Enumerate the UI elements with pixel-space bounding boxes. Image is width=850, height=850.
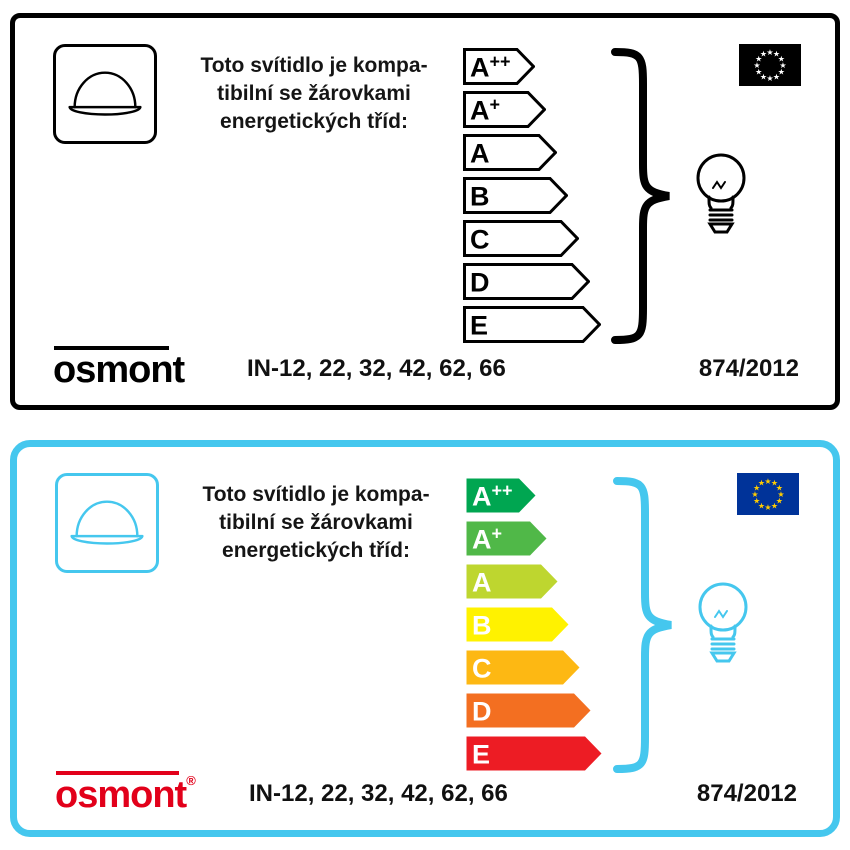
energy-class-arrow-A++: A++: [466, 478, 536, 513]
logo-bar: [56, 771, 180, 775]
osmont-logo: osmont: [53, 346, 185, 391]
ceiling-light-icon: [70, 500, 144, 545]
energy-class-arrow-C: C: [463, 220, 579, 257]
compat-line-3: energetických tříd:: [220, 110, 408, 134]
compat-line-2: tibilní se žárovkami: [219, 511, 413, 535]
svg-text:A: A: [472, 568, 492, 598]
eu-flag-icon: ★★★★★★★★★★★★: [737, 473, 799, 515]
energy-class-arrow-A+: A+: [466, 521, 547, 556]
eu-star-icon: ★: [755, 68, 762, 77]
svg-text:A+: A+: [470, 95, 500, 126]
eu-star-icon: ★: [764, 503, 771, 512]
svg-text:A: A: [470, 139, 490, 169]
svg-text:A+: A+: [472, 524, 502, 555]
curly-brace-icon: [611, 48, 670, 344]
registered-mark: ®: [186, 773, 196, 788]
energy-class-arrow-D: D: [466, 693, 591, 728]
ceiling-light-icon: [68, 71, 142, 116]
compat-line-2: tibilní se žárovkami: [217, 82, 411, 106]
svg-text:A++: A++: [472, 481, 513, 512]
eu-star-icon: ★: [753, 497, 760, 506]
energy-class-arrow-A: A: [466, 564, 558, 599]
energy-class-arrow-B: B: [466, 607, 569, 642]
eu-star-icon: ★: [776, 484, 783, 493]
eu-star-icon: ★: [753, 484, 760, 493]
eu-star-icon: ★: [753, 61, 760, 70]
eu-star-icon: ★: [760, 72, 767, 81]
eu-star-icon: ★: [773, 50, 780, 59]
model-numbers: IN-12, 22, 32, 42, 62, 66: [249, 780, 508, 807]
energy-label-card-color: Toto svítidlo je kompa- tibilní se žárov…: [10, 440, 840, 837]
svg-text:D: D: [472, 697, 492, 727]
energy-class-arrow-E: E: [463, 306, 601, 343]
energy-class-arrow-A: A: [463, 134, 557, 171]
eu-star-icon: ★: [758, 501, 765, 510]
energy-class-arrow-A++: A++: [463, 48, 535, 85]
eu-star-icon: ★: [778, 68, 785, 77]
luminaire-icon-box: [53, 44, 157, 144]
eu-star-icon: ★: [773, 72, 780, 81]
eu-star-icon: ★: [751, 490, 758, 499]
svg-text:E: E: [470, 311, 488, 341]
energy-class-arrow-B: B: [463, 177, 568, 214]
energy-class-arrow-E: E: [466, 736, 602, 771]
eu-star-icon: ★: [771, 479, 778, 488]
eu-star-icon: ★: [777, 490, 784, 499]
svg-text:E: E: [472, 740, 490, 770]
logo-text: osmont: [55, 774, 187, 816]
compat-line-1: Toto svítidlo je kompa-: [202, 483, 430, 506]
svg-text:A++: A++: [470, 52, 511, 83]
light-bulb-icon: [696, 153, 746, 234]
eu-star-icon: ★: [766, 74, 773, 83]
svg-text:D: D: [470, 268, 490, 298]
svg-text:B: B: [470, 182, 490, 212]
energy-class-arrow-C: C: [466, 650, 580, 685]
light-bulb-icon: [698, 582, 748, 663]
compatibility-text: Toto svítidlo je kompa- tibilní se žárov…: [163, 52, 465, 136]
eu-star-icon: ★: [758, 479, 765, 488]
regulation-number: 874/2012: [698, 355, 799, 382]
eu-flag-icon: ★★★★★★★★★★★★: [739, 44, 801, 86]
compatibility-text: Toto svítidlo je kompa- tibilní se žárov…: [165, 481, 467, 565]
osmont-logo: osmont®: [55, 771, 196, 816]
eu-star-icon: ★: [760, 50, 767, 59]
luminaire-icon-box: [55, 473, 159, 573]
svg-text:C: C: [470, 225, 490, 255]
logo-bar: [54, 346, 170, 350]
eu-star-icon: ★: [778, 55, 785, 64]
eu-star-icon: ★: [779, 61, 786, 70]
energy-class-arrow-A+: A+: [463, 91, 546, 128]
eu-star-icon: ★: [755, 55, 762, 64]
logo-text: osmont: [53, 349, 185, 391]
eu-star-icon: ★: [776, 497, 783, 506]
curly-brace-icon: [613, 477, 672, 773]
regulation-number: 874/2012: [696, 780, 797, 807]
energy-class-arrow-D: D: [463, 263, 590, 300]
model-numbers: IN-12, 22, 32, 42, 62, 66: [247, 355, 506, 382]
eu-star-icon: ★: [764, 477, 771, 486]
energy-label-card-monochrome: Toto svítidlo je kompa- tibilní se žárov…: [10, 13, 840, 410]
compat-line-3: energetických tříd:: [222, 539, 410, 563]
eu-star-icon: ★: [766, 48, 773, 57]
eu-star-icon: ★: [771, 501, 778, 510]
svg-text:B: B: [472, 611, 492, 641]
compat-line-1: Toto svítidlo je kompa-: [200, 54, 428, 77]
svg-text:C: C: [472, 654, 492, 684]
